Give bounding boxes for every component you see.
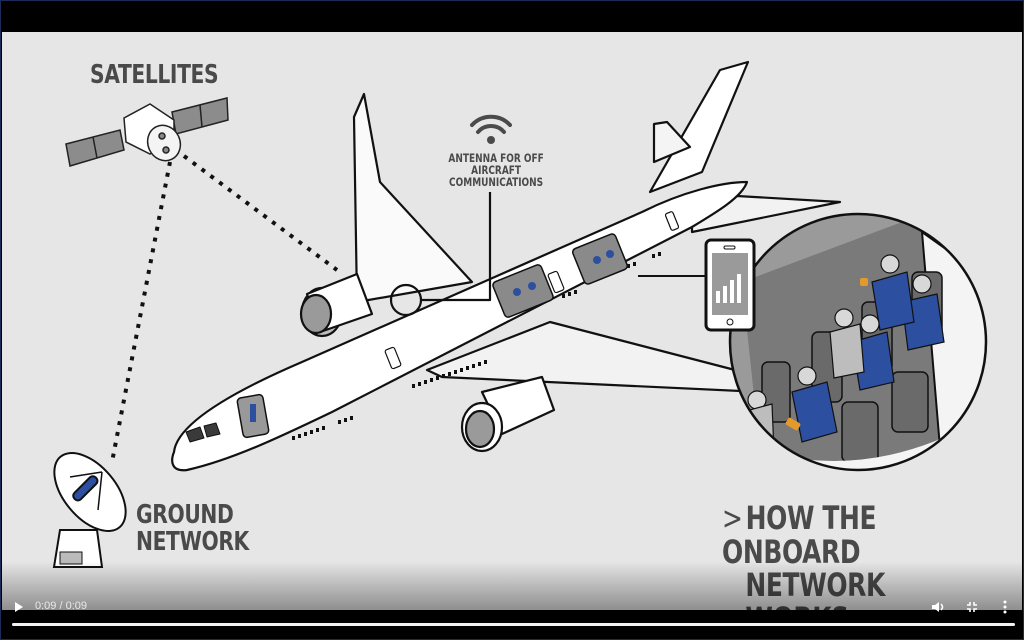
video-frame[interactable]: SATELLITES ANTENNA FOR OFF AIRCRAFT COMM… (2, 32, 1022, 610)
airplane-illustration (171, 60, 842, 472)
ground-network-line2: NETWORK (136, 527, 249, 558)
ground-network-label: GROUND NETWORK (136, 500, 249, 558)
onboard-network-line1: HOW THE ONBOARD (722, 499, 877, 571)
exit-fullscreen-button[interactable] (964, 596, 980, 618)
onboard-network-line2: NETWORK WORKS (722, 568, 956, 610)
satellite-to-ground-link (110, 161, 172, 463)
more-vertical-icon (1003, 600, 1007, 614)
letterbox-top (1, 1, 1023, 32)
exit-fullscreen-icon (967, 602, 977, 612)
smartphone-signal-icon (704, 238, 756, 332)
satellite-to-plane-link (182, 154, 339, 272)
more-options-button[interactable] (1000, 596, 1010, 618)
onboard-network-label: >HOW THE ONBOARD NETWORK WORKS (722, 499, 956, 610)
satellites-label: SATELLITES (90, 60, 219, 90)
antenna-label-line1: ANTENNA FOR OFF AIRCRAFT (448, 151, 544, 178)
wifi-icon (470, 114, 512, 144)
video-controls: 0:09 / 0:09 (2, 596, 1022, 620)
satellite-icon (65, 97, 229, 167)
volume-icon (932, 602, 944, 612)
satellite-dish-icon (52, 451, 127, 568)
progress-fill (12, 623, 1015, 626)
play-icon (15, 602, 23, 612)
volume-button[interactable] (930, 596, 946, 618)
progress-bar[interactable] (12, 623, 1015, 626)
cabin-passengers-illustration (728, 212, 988, 472)
scene-illustration (52, 60, 988, 568)
chevron-right-icon: > (722, 499, 743, 537)
controls-gradient (2, 561, 1022, 610)
play-button[interactable] (12, 596, 26, 618)
time-display: 0:09 / 0:09 (35, 600, 87, 612)
antenna-label-line2: COMMUNICATIONS (449, 175, 544, 190)
antenna-label: ANTENNA FOR OFF AIRCRAFT COMMUNICATIONS (422, 152, 570, 188)
ground-network-line1: GROUND (136, 500, 234, 530)
